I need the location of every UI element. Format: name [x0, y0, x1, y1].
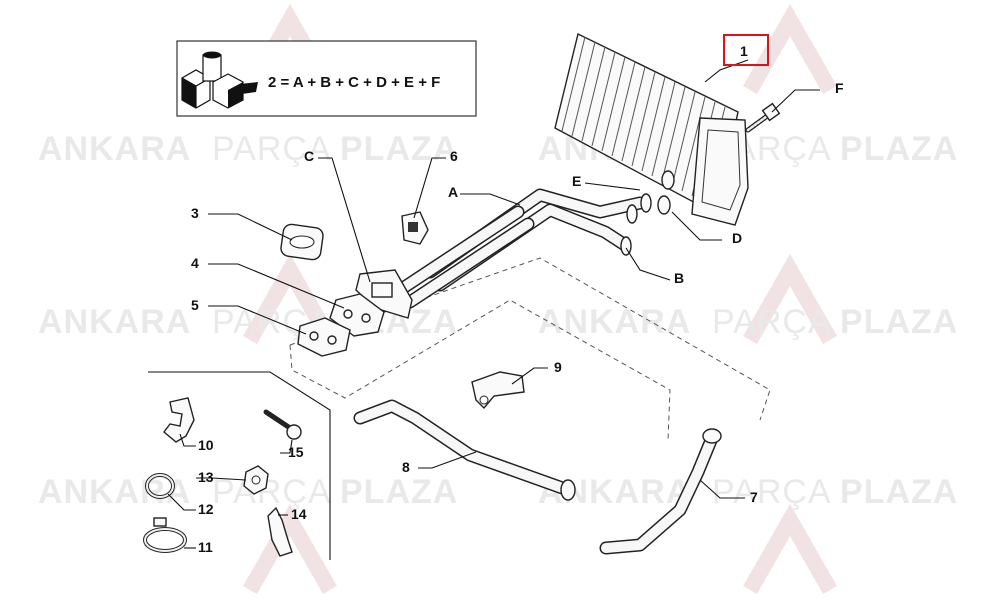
kit-box: 2 = A + B + C + D + E + F	[176, 40, 477, 117]
clip-10	[163, 397, 195, 443]
watermark-bold-1: ANKARA	[38, 303, 191, 341]
watermark-bold-2: PLAZA	[340, 473, 458, 511]
watermark-bold-2: PLAZA	[840, 473, 958, 511]
watermark-light: PARÇA	[712, 303, 832, 341]
callout-12: 12	[198, 501, 214, 517]
callout-4: 4	[191, 255, 199, 271]
heater-core-port-lower	[657, 195, 671, 215]
watermark-row-1: ANKARA PARÇA PLAZA ANKARA PARÇA PLAZA	[38, 130, 958, 168]
watermark-bold-2: PLAZA	[840, 130, 958, 168]
screw-f	[745, 102, 781, 133]
watermark-layer: ANKARA PARÇA PLAZA ANKARA PARÇA PLAZA AN…	[38, 3, 958, 594]
heater-core-port-upper	[661, 170, 675, 190]
o-ring-b	[620, 236, 632, 256]
heater-core	[554, 32, 749, 226]
bracket-9	[471, 371, 525, 410]
part-1-highlight	[723, 34, 769, 66]
pipe-lower-a	[393, 205, 525, 297]
callout-5: 5	[191, 297, 199, 313]
watermark-light: PARÇA	[712, 473, 832, 511]
bolt-15	[263, 409, 302, 440]
watermark-bold-1: ANKARA	[538, 303, 691, 341]
callout-b: B	[674, 270, 684, 286]
gasket-4	[329, 293, 385, 337]
connector-6	[401, 211, 429, 245]
callout-d: D	[732, 230, 742, 246]
seal-3	[280, 223, 324, 261]
callout-c: C	[304, 148, 314, 164]
heater-core-fins	[561, 36, 726, 202]
gasket-5	[297, 317, 351, 357]
callout-e: E	[572, 173, 581, 189]
callout-9: 9	[554, 359, 562, 375]
callout-14: 14	[291, 506, 307, 522]
watermark-row-2: ANKARA PARÇA PLAZA ANKARA PARÇA PLAZA	[38, 303, 958, 341]
hose-clamp-12	[145, 473, 175, 499]
clip-14	[267, 506, 293, 557]
callout-15: 15	[288, 444, 304, 460]
callout-6: 6	[450, 148, 458, 164]
o-ring-e-2	[626, 204, 638, 224]
heater-core-tank	[691, 117, 749, 226]
callout-8: 8	[402, 459, 410, 475]
callout-7: 7	[750, 489, 758, 505]
callout-3: 3	[191, 205, 199, 221]
nut-13	[243, 465, 269, 495]
pipe-lower-b	[403, 217, 535, 309]
hose-7	[599, 428, 722, 555]
callout-13: 13	[198, 469, 214, 485]
watermark-light: PARÇA	[212, 130, 332, 168]
callout-f: F	[835, 80, 844, 96]
watermark-bold-1: ANKARA	[38, 130, 191, 168]
watermark-bold-2: PLAZA	[840, 303, 958, 341]
kit-package-icon	[181, 51, 258, 109]
hose-8	[353, 399, 576, 501]
callout-a: A	[448, 184, 458, 200]
watermark-bold-2: PLAZA	[340, 130, 458, 168]
watermark-row-3: ANKARA PARÇA PLAZA ANKARA PARÇA PLAZA	[38, 473, 958, 511]
kit-formula: 2 = A + B + C + D + E + F	[268, 74, 440, 91]
callout-1: 1	[740, 43, 748, 59]
small-parts-divider	[148, 371, 331, 560]
o-ring-e	[640, 193, 652, 213]
watermark-bold-1: ANKARA	[38, 473, 191, 511]
callout-10: 10	[198, 437, 214, 453]
assembly-outline	[289, 257, 771, 441]
hose-clamp-11	[143, 517, 187, 553]
callout-11: 11	[198, 539, 213, 555]
leader-lines	[167, 59, 820, 549]
